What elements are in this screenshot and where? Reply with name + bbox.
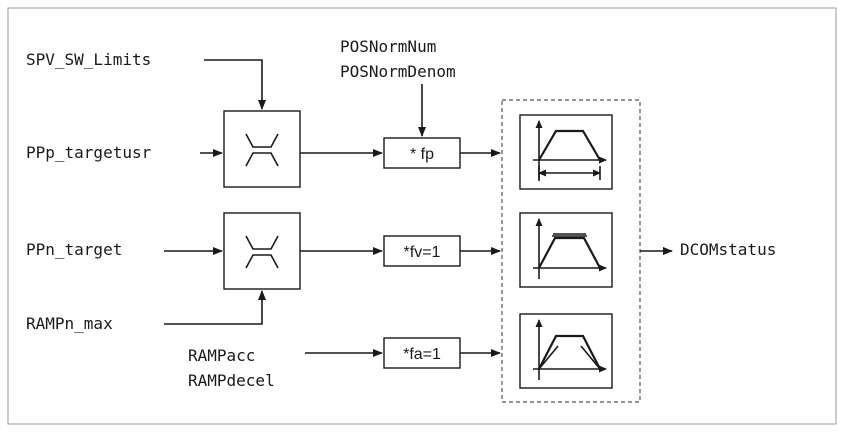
label-rampdecel: RAMPdecel — [188, 371, 275, 390]
label-spv-sw-limits: SPV_SW_Limits — [26, 50, 151, 69]
factor-box-position: * fp — [383, 137, 461, 169]
factor-fa: *fa=1 — [403, 346, 441, 363]
label-pos-norm-num: POSNormNum — [340, 37, 436, 56]
label-ppn-target: PPn_target — [26, 240, 122, 259]
factor-box-velocity: *fv=1 — [383, 235, 461, 267]
label-dcomstatus: DCOMstatus — [680, 240, 776, 259]
connectors — [164, 59, 673, 357]
label-rampacc: RAMPacc — [188, 346, 255, 365]
limiter-block-velocity — [223, 212, 301, 290]
factor-box-acceleration: *fa=1 — [383, 337, 461, 369]
acceleration-profile-icon — [519, 313, 613, 389]
factor-fv: *fv=1 — [404, 244, 441, 261]
velocity-profile-icon — [519, 212, 613, 288]
outer-frame — [7, 7, 837, 425]
position-profile-icon — [519, 114, 613, 190]
label-ppp-targetusr: PPp_targetusr — [26, 143, 152, 162]
factor-fp: * fp — [410, 146, 434, 163]
label-rampn-max: RAMPn_max — [26, 314, 113, 333]
limiter-block-position — [223, 110, 301, 188]
label-pos-norm-denom: POSNormDenom — [340, 62, 456, 81]
